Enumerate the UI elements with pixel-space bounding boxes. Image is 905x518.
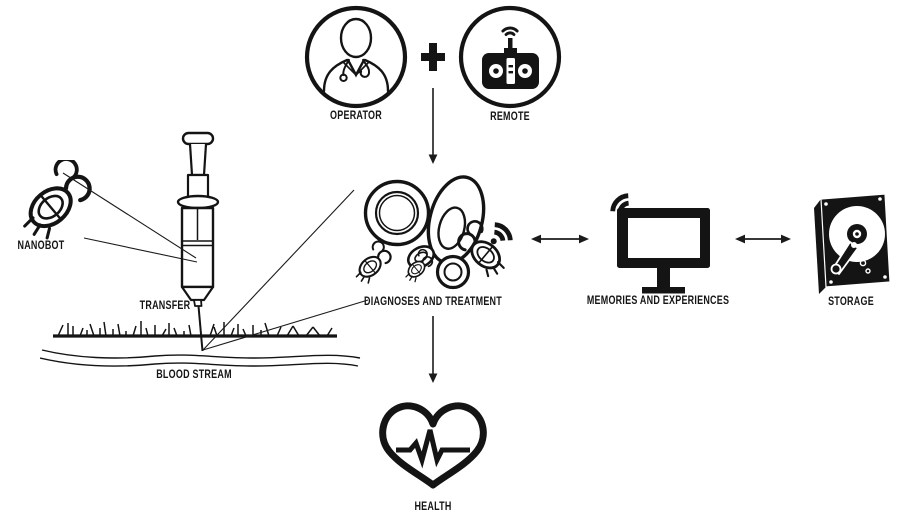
doctor-operator-icon [304,5,408,109]
health-label: HEALTH [414,501,452,513]
nanobot-icon [20,160,98,242]
syringe-icon [163,128,233,364]
plus-icon [421,43,445,71]
remote-control-icon [458,5,562,109]
hard-drive-icon [806,190,896,300]
diagnoses-label: DIAGNOSES AND TREATMENT [364,296,502,308]
heart-pulse-icon [376,398,492,494]
memories-label: MEMORIES AND EXPERIENCES [586,295,730,307]
storage-label: STORAGE [828,296,874,308]
transfer-label: TRANSFER [139,300,191,312]
blood-stream-label: BLOOD STREAM [156,369,232,381]
monitor-wifi-icon [610,180,716,296]
operator-label: OPERATOR [330,110,382,122]
blood-cells-nanobots-wifi-icon [352,170,526,300]
remote-label: REMOTE [490,111,530,123]
nanobot-label: NANOBOT [17,240,65,252]
